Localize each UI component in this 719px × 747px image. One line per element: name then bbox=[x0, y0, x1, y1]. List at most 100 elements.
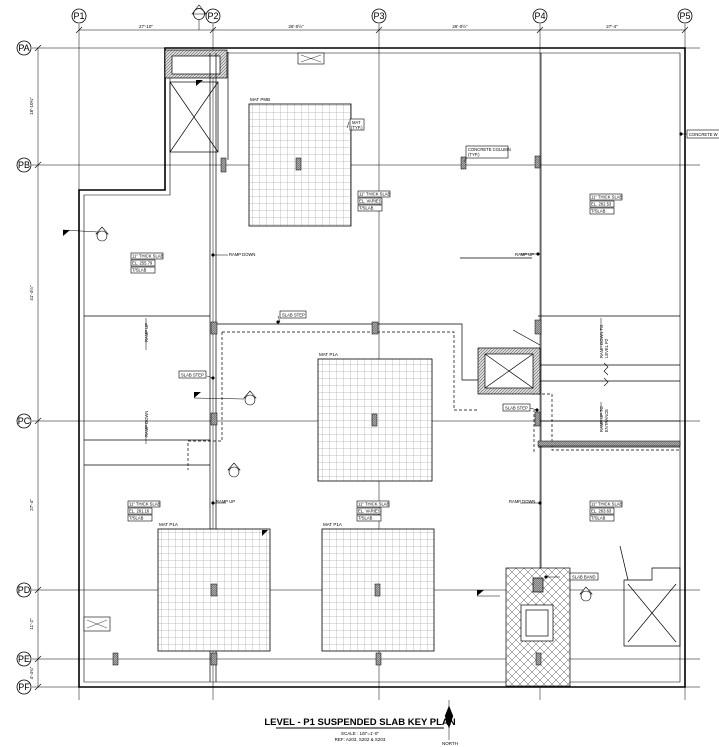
note-slab-step-2: SLAB STEP bbox=[178, 370, 207, 379]
svg-text:PB: PB bbox=[18, 160, 30, 170]
drawing-title: LEVEL - P1 SUSPENDED SLAB KEY PLAN bbox=[264, 717, 455, 728]
svg-text:P2: P2 bbox=[207, 11, 218, 21]
svg-text:11" THICK SLAB: 11" THICK SLAB bbox=[132, 254, 164, 259]
dimension-string-top: 27'-10" 26'-0½" 26'-0½" 27'-4" bbox=[75, 23, 689, 34]
svg-text:11" THICK SLAB: 11" THICK SLAB bbox=[591, 502, 623, 507]
svg-text:11'-2": 11'-2" bbox=[29, 618, 34, 630]
svg-text:T/SLAB: T/SLAB bbox=[591, 516, 606, 521]
note-ramp-up-to: RAMP UP TO bbox=[599, 406, 604, 432]
svg-text:27'-4": 27'-4" bbox=[606, 24, 618, 29]
note-slab-band: SLAB BAND bbox=[569, 572, 599, 581]
svg-text:EL. VARIES: EL. VARIES bbox=[358, 509, 381, 514]
stair-shaft-top-left bbox=[164, 49, 229, 160]
svg-text:26'-0½": 26'-0½" bbox=[288, 23, 304, 29]
svg-text:T/SLAB: T/SLAB bbox=[359, 206, 374, 211]
vent-top bbox=[297, 52, 325, 65]
note-ramp-down-1: RAMP DOWN bbox=[229, 252, 255, 257]
drawing-scale: SCALE : 1/8"=1'-0" bbox=[341, 731, 379, 736]
svg-text:NORTH: NORTH bbox=[442, 741, 458, 746]
svg-text:SLAB STEP: SLAB STEP bbox=[181, 373, 204, 378]
note-ramp-up-1: RAMP UP bbox=[515, 252, 534, 257]
note-mat-typ: MAT (TYP.) bbox=[349, 118, 365, 131]
svg-text:EL. VARIES: EL. VARIES bbox=[359, 199, 382, 204]
svg-text:P4: P4 bbox=[534, 11, 545, 21]
svg-text:11" THICK SLAB: 11" THICK SLAB bbox=[129, 502, 161, 507]
note-ramp-down-2: RAMP DOWN bbox=[509, 499, 535, 504]
svg-text:27'-4": 27'-4" bbox=[29, 499, 34, 511]
note-leaders bbox=[145, 121, 688, 579]
slab-tag-top-center: 11" THICK SLAB EL. VARIES T/SLAB bbox=[357, 190, 391, 212]
svg-text:T/SLAB: T/SLAB bbox=[591, 209, 606, 214]
svg-text:(TYP.): (TYP.) bbox=[351, 125, 363, 130]
note-concrete-column: CONCRETE COLUMN (TYP.) bbox=[465, 145, 511, 159]
svg-text:MAT PMB: MAT PMB bbox=[250, 97, 270, 102]
section-markers bbox=[95, 226, 593, 602]
note-ramp-up-vertical: RAMP UP bbox=[144, 323, 149, 342]
concrete-columns bbox=[112, 155, 542, 666]
svg-text:CONCRETE W: CONCRETE W bbox=[689, 132, 718, 137]
note-ramp-up-2: RAMP UP bbox=[216, 499, 235, 504]
svg-text:PC: PC bbox=[18, 416, 31, 426]
svg-text:EL. 255.79: EL. 255.79 bbox=[132, 261, 153, 266]
grid-bubble-pd: PD bbox=[16, 582, 32, 598]
section-marker-right bbox=[579, 586, 593, 602]
grid-bubble-pb: PB bbox=[16, 157, 32, 173]
grid-bubble-pf: PF bbox=[16, 679, 32, 695]
svg-text:T/SLAB: T/SLAB bbox=[132, 268, 147, 273]
svg-text:PD: PD bbox=[18, 585, 31, 595]
grid-bubble-pe: PE bbox=[16, 651, 32, 667]
note-slab-step-3: SLAB STEP bbox=[502, 403, 531, 412]
slab-tag-bottom-mid: 11" THICK SLAB EL. VARIES T/SLAB bbox=[356, 500, 390, 522]
slab-tag-bottom-left: 11" THICK SLAB EL. 261.16 T/SLAB bbox=[127, 500, 161, 522]
svg-text:41'-4½": 41'-4½" bbox=[28, 285, 34, 301]
grid-bubble-p1: P1 bbox=[71, 8, 87, 24]
svg-text:PE: PE bbox=[18, 654, 30, 664]
break-marks bbox=[603, 362, 609, 387]
north-arrow-icon: NORTH bbox=[442, 700, 458, 746]
section-marker-center bbox=[243, 390, 257, 406]
svg-text:P3: P3 bbox=[373, 11, 384, 21]
svg-text:27'-10": 27'-10" bbox=[139, 24, 153, 29]
svg-text:EL. 261.16: EL. 261.16 bbox=[129, 509, 150, 514]
svg-text:EL. 262.53: EL. 262.53 bbox=[591, 202, 612, 207]
slab-tag-left-mid: 11" THICK SLAB EL. 255.79 T/SLAB bbox=[130, 252, 164, 274]
section-marker-top bbox=[191, 4, 207, 30]
svg-text:T/SLAB: T/SLAB bbox=[358, 516, 373, 521]
slab-tag-top-right: 11" THICK SLAB EL. 262.53 T/SLAB bbox=[589, 193, 623, 215]
stair-bottom-right bbox=[505, 545, 681, 687]
note-entrance: ENTRANCE bbox=[604, 409, 609, 432]
svg-text:18'-10¾": 18'-10¾" bbox=[29, 97, 34, 115]
section-marker-left-1 bbox=[95, 226, 109, 242]
right-strip bbox=[537, 440, 681, 447]
slab-edge-dashed bbox=[187, 331, 680, 470]
svg-text:MAT: MAT bbox=[352, 120, 361, 125]
note-ramp-down-vertical: RAMP DOWN bbox=[144, 411, 149, 437]
svg-text:EL. 263.63: EL. 263.63 bbox=[591, 509, 612, 514]
svg-text:11" THICK SLAB: 11" THICK SLAB bbox=[359, 192, 391, 197]
drawing-reference: REF: A203, S202 & S203 bbox=[335, 737, 386, 742]
svg-text:11" THICK SLAB: 11" THICK SLAB bbox=[358, 502, 390, 507]
svg-text:P1: P1 bbox=[73, 11, 84, 21]
grid-bubble-pc: PC bbox=[16, 413, 32, 429]
grid-bubble-p3: P3 bbox=[371, 8, 387, 24]
note-slab-step-1: SLAB STEP bbox=[279, 310, 307, 319]
svg-text:(TYP.): (TYP.) bbox=[468, 152, 480, 157]
grid-bubble-p5: P5 bbox=[677, 8, 693, 24]
svg-text:P5: P5 bbox=[679, 11, 690, 21]
svg-text:PF: PF bbox=[18, 682, 30, 692]
vent-bottom-left bbox=[83, 616, 111, 632]
building-outline bbox=[78, 47, 686, 688]
svg-text:4'-4¾": 4'-4¾" bbox=[29, 666, 34, 679]
dimension-string-left: 18'-10¾" 41'-4½" 27'-4" 11'-2" 4'-4¾" bbox=[28, 44, 42, 691]
elevator-core bbox=[477, 347, 541, 395]
note-level-p2: LEVEL P2 bbox=[604, 338, 609, 358]
svg-text:11" THICK SLAB: 11" THICK SLAB bbox=[591, 195, 623, 200]
svg-text:SLAB BAND: SLAB BAND bbox=[572, 575, 596, 580]
section-flags bbox=[62, 80, 500, 597]
svg-text:MAT P1A: MAT P1A bbox=[319, 352, 338, 357]
svg-text:CONCRETE COLUMN: CONCRETE COLUMN bbox=[468, 147, 511, 152]
svg-text:PA: PA bbox=[18, 43, 29, 53]
grid-bubble-pa: PA bbox=[16, 40, 32, 56]
svg-text:MAT P1A: MAT P1A bbox=[159, 522, 178, 527]
